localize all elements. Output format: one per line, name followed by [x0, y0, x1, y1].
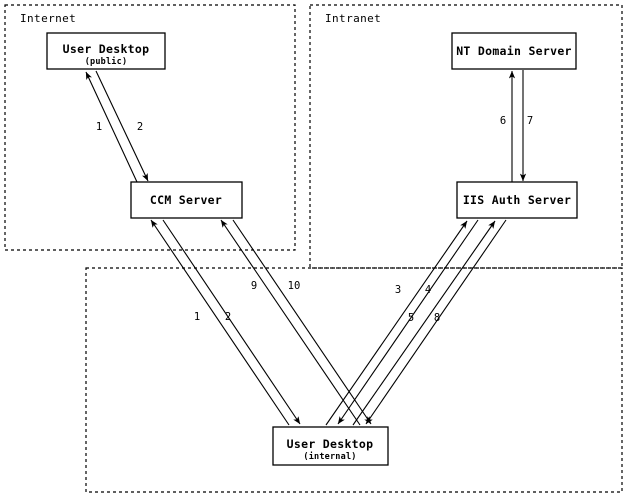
flow-line-1-public	[85, 71, 138, 183]
flow-group-public-ccm	[85, 70, 149, 183]
flow-line-4	[337, 219, 479, 425]
flow-label-6: 6	[500, 115, 506, 127]
node-ccm-server[interactable]: CCM Server	[130, 181, 243, 219]
node-title-ccm-server: CCM Server	[150, 193, 222, 207]
zone-boundaries	[4, 4, 623, 493]
flow-label-2-public: 2	[137, 121, 143, 133]
flow-group-internal-ccm-9-10	[220, 219, 372, 426]
flow-group-iis-nt	[508, 70, 527, 182]
flow-line-5	[352, 220, 496, 426]
node-user-desktop-public[interactable]: User Desktop (public)	[46, 32, 166, 70]
zone-internet-boundary	[4, 4, 296, 251]
flow-label-5: 5	[408, 312, 414, 324]
node-title-user-desktop-internal: User Desktop	[287, 437, 374, 451]
node-box-nt-domain-server[interactable]	[451, 32, 577, 70]
zone-label-internet: Internet	[20, 12, 76, 25]
flow-line-9	[220, 219, 361, 426]
node-box-user-desktop-public[interactable]	[46, 32, 166, 70]
node-box-ccm-server[interactable]	[130, 181, 243, 219]
flow-label-1-internal: 1	[194, 311, 200, 323]
node-title-user-desktop-public: User Desktop	[63, 42, 150, 56]
zone-label-intranet: Intranet	[325, 12, 381, 25]
flow-label-2-internal: 2	[225, 311, 231, 323]
flow-label-4: 4	[425, 284, 431, 296]
flow-group-internal-iis-5-8	[352, 219, 507, 426]
flow-line-1-internal	[150, 219, 290, 426]
node-title-iis-auth-server: IIS Auth Server	[463, 193, 571, 207]
node-iis-auth-server[interactable]: IIS Auth Server	[456, 181, 578, 219]
flow-label-3: 3	[395, 284, 401, 296]
flow-label-10: 10	[288, 280, 301, 292]
flow-group-internal-ccm	[150, 219, 301, 426]
flow-label-7: 7	[527, 115, 533, 127]
node-subtitle-user-desktop-internal: (internal)	[303, 451, 356, 462]
flow-label-1-public: 1	[96, 121, 102, 133]
flow-group-internal-iis-3-4	[325, 219, 479, 426]
flow-label-9: 9	[251, 280, 257, 292]
node-box-iis-auth-server[interactable]	[456, 181, 578, 219]
flow-line-3	[325, 220, 468, 426]
node-user-desktop-internal[interactable]: User Desktop (internal)	[272, 426, 389, 466]
flow-labels: 1 2 1 2 3 4 5 6 7 8 9 10	[96, 115, 533, 324]
flow-line-10	[232, 219, 372, 425]
flow-line-2-public	[95, 70, 149, 182]
node-box-user-desktop-internal[interactable]	[272, 426, 389, 466]
flow-line-8	[365, 219, 507, 425]
flow-line-2-internal	[162, 219, 301, 425]
flow-label-8: 8	[434, 312, 440, 324]
node-nt-domain-server[interactable]: NT Domain Server	[451, 32, 577, 70]
zone-internal-boundary	[85, 267, 623, 493]
node-subtitle-user-desktop-public: (public)	[85, 56, 128, 67]
node-title-nt-domain-server: NT Domain Server	[456, 44, 572, 58]
zone-intranet-boundary	[309, 4, 623, 269]
